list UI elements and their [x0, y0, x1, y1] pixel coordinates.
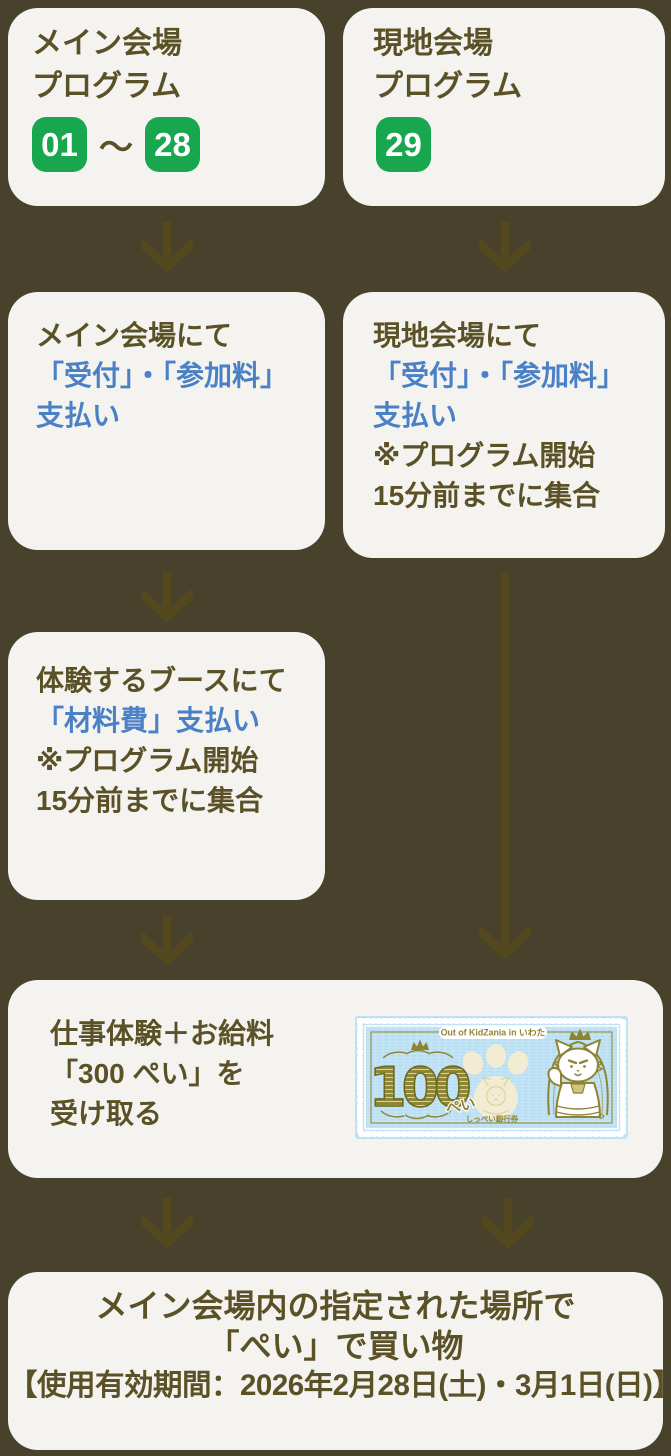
- local-program-title-line2: プログラム: [373, 70, 523, 103]
- main-reception-line2: 「受付」・「参加料」: [36, 360, 289, 391]
- local-reception-line1: 現地会場にて: [373, 320, 542, 351]
- shopping-line3: 【使用有効期間：2026年2月28日(土)・3月1日(日)】: [8, 1369, 671, 1402]
- local-program-title-line1: 現地会場: [373, 27, 493, 60]
- local-reception-note1: ※プログラム開始: [373, 440, 596, 471]
- card-booth-payment: 体験するブースにて 「材料費」支払い ※プログラム開始 15分前までに集合: [8, 632, 325, 900]
- card-main-reception: メイン会場にて 「受付」・「参加料」 支払い: [8, 292, 325, 550]
- crown-ornament: [411, 1039, 429, 1050]
- program-number-badge-01: 01: [32, 117, 87, 172]
- local-reception-note2: 15分前までに集合: [373, 480, 601, 511]
- main-program-title-line1: メイン会場: [32, 27, 182, 60]
- down-arrow-icon: [141, 222, 193, 272]
- down-arrow-icon: [479, 573, 531, 959]
- job-reward-line2: 「300 ぺい」を: [50, 1058, 245, 1089]
- main-reception-line1: メイン会場にて: [36, 320, 233, 351]
- banknote-issuer: しっぺい銀行券: [466, 1114, 519, 1124]
- shopping-line1: メイン会場内の指定された場所で: [95, 1288, 576, 1324]
- down-arrow-icon: [479, 222, 531, 272]
- job-reward-line1: 仕事体験＋お給料: [50, 1018, 275, 1049]
- booth-payment-note1: ※プログラム開始: [36, 745, 259, 776]
- card-shopping: メイン会場内の指定された場所で 「ぺい」で買い物 【使用有効期間：2026年2月…: [8, 1272, 671, 1450]
- program-number-single: 29: [376, 117, 647, 172]
- job-reward-line3: 受け取る: [50, 1098, 163, 1129]
- booth-payment-line2: 「材料費」支払い: [36, 705, 261, 736]
- card-main-program: メイン会場 プログラム 01 〜 28: [8, 8, 325, 206]
- local-reception-line2: 「受付」・「参加料」: [373, 360, 626, 391]
- main-program-title-line2: プログラム: [32, 70, 182, 103]
- card-local-program: 現地会場 プログラム 29: [343, 8, 665, 206]
- local-reception-line3: 支払い: [373, 400, 458, 431]
- range-tilde: 〜: [99, 129, 133, 167]
- program-number-range: 01 〜 28: [32, 117, 307, 172]
- banknote-amount: 100: [369, 1056, 469, 1119]
- down-arrow-icon: [482, 1198, 534, 1248]
- down-arrow-icon: [141, 915, 193, 965]
- down-arrow-icon: [141, 1198, 193, 1248]
- booth-payment-line1: 体験するブースにて: [36, 665, 287, 696]
- 100-pei-banknote: Out of KidZania in いわた 100 ぺい: [355, 1016, 628, 1139]
- program-number-badge-29: 29: [376, 117, 431, 172]
- card-local-reception: 現地会場にて 「受付」・「参加料」 支払い ※プログラム開始 15分前までに集合: [343, 292, 665, 558]
- shippei-dog-character: [547, 1028, 609, 1118]
- shopping-line2: 「ぺい」で買い物: [207, 1328, 464, 1364]
- down-arrow-icon: [141, 572, 193, 622]
- booth-payment-note2: 15分前までに集合: [36, 785, 264, 816]
- banknote-header-label: Out of KidZania in いわた: [441, 1028, 546, 1038]
- program-number-badge-28: 28: [145, 117, 200, 172]
- main-reception-line3: 支払い: [36, 400, 121, 431]
